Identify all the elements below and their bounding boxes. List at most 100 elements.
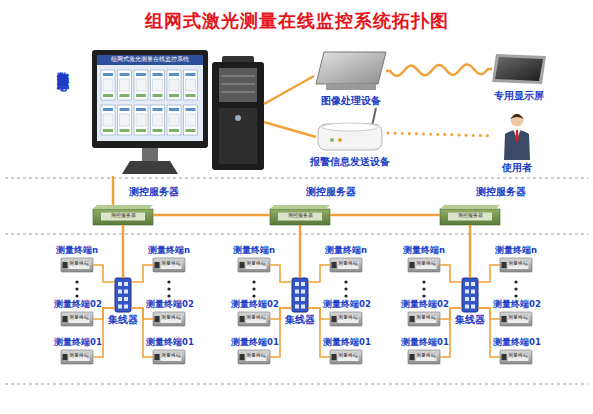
node-caption: 测量终端 — [161, 354, 181, 359]
screen-panel — [134, 70, 148, 100]
terminal-lens — [63, 262, 68, 268]
terminal-body — [61, 312, 93, 326]
user-node: 使用者 — [500, 112, 534, 160]
display-shape — [492, 54, 546, 84]
ellipsis-dot — [252, 287, 255, 290]
terminal-body — [500, 312, 532, 326]
server-top — [440, 205, 500, 209]
node-label: 使用者 — [487, 162, 547, 173]
term-node: 测量终端n测量终端 — [238, 258, 270, 272]
term-node: 测量终端n测量终端 — [408, 258, 440, 272]
terminal-body — [153, 312, 185, 326]
ellipsis-dot — [344, 294, 347, 297]
screen-panel — [167, 70, 181, 100]
node-caption: 测量终端 — [246, 262, 266, 267]
panel-bar — [186, 73, 196, 76]
node-label: 测量终端01 — [146, 338, 192, 347]
terminal-body — [61, 350, 93, 364]
terminal-lens — [332, 316, 337, 322]
connector-wire — [478, 308, 500, 357]
node-label: 测量终端01 — [401, 338, 447, 347]
node-label: 测量终端n — [231, 246, 277, 255]
terminal-plate — [338, 261, 359, 269]
imgdev-node: 图像处理设备 — [316, 52, 386, 90]
panel-bar — [136, 108, 146, 111]
connector-wire — [469, 225, 472, 278]
side-label: 数据管理监控中心 — [54, 62, 71, 70]
ellipsis-dot — [167, 294, 170, 297]
terminal-plate — [338, 353, 359, 361]
monitor-neck — [142, 148, 158, 162]
panel-bar — [169, 73, 179, 76]
node-label: 测量终端02 — [323, 300, 369, 309]
terminal-lens — [240, 354, 245, 360]
user-head — [511, 114, 524, 127]
panel-status — [120, 129, 130, 132]
node-label: 测控服务器 — [306, 186, 376, 197]
connector-wire — [478, 308, 500, 319]
ellipsis-dot — [514, 287, 517, 290]
node-caption: 测量终端 — [416, 262, 436, 267]
hub-port — [471, 305, 475, 309]
terminal-body — [408, 258, 440, 272]
term-node: 测量终端01测量终端 — [153, 350, 185, 364]
terminal-body — [500, 350, 532, 364]
term-node: 测量终端n测量终端 — [330, 258, 362, 272]
display-node: 专用显示屏 — [492, 54, 546, 84]
monitor-bezel — [92, 50, 208, 148]
pc-tower — [212, 62, 264, 170]
node-label: 测量终端02 — [54, 300, 100, 309]
panel-bar — [186, 108, 196, 111]
terminal-body — [330, 312, 362, 326]
node-caption: 测量终端 — [246, 354, 266, 359]
node-label: 测量终端02 — [401, 300, 447, 309]
ellipsis-dot — [344, 287, 347, 290]
ellipsis-dot — [167, 287, 170, 290]
node-caption: 测量终端 — [338, 262, 358, 267]
node-label: 测量终端02 — [231, 300, 277, 309]
imgdev-shape — [316, 52, 386, 90]
connector-wire — [270, 308, 292, 319]
panel-bar — [169, 108, 179, 111]
panel-status — [136, 94, 146, 97]
node-label: 测量终端02 — [493, 300, 539, 309]
terminal-lens — [155, 262, 160, 268]
terminal-lens — [240, 316, 245, 322]
term-node: 测量终端02测量终端 — [153, 312, 185, 326]
image-processor-panel — [316, 52, 386, 84]
terminal-plate — [338, 315, 359, 323]
terminal-lens — [155, 354, 160, 360]
connector-wire — [122, 225, 125, 278]
ellipsis-dot — [344, 280, 347, 283]
screen-panel — [184, 70, 198, 100]
terminal-plate — [246, 353, 267, 361]
panel-gauge — [120, 114, 130, 126]
terminal-body — [238, 350, 270, 364]
terminal-lens — [240, 262, 245, 268]
panel-bar — [153, 108, 163, 111]
terminal-body — [500, 258, 532, 272]
term-node: 测量终端02测量终端 — [408, 312, 440, 326]
connector-wire — [478, 265, 500, 282]
node-label: 专用显示屏 — [479, 90, 559, 101]
terminal-plate — [161, 315, 182, 323]
node-caption: 测控服务器 — [448, 213, 492, 219]
screen-panel — [184, 105, 198, 135]
hub-node: 集线器 — [462, 278, 478, 312]
tier-separator — [5, 178, 588, 179]
ellipsis-dot — [252, 294, 255, 297]
node-caption: 测量终端 — [161, 316, 181, 321]
terminal-lens — [410, 354, 415, 360]
panel-bar — [153, 73, 163, 76]
screen-panel — [118, 70, 132, 100]
terminal-plate — [508, 261, 529, 269]
panel-status — [103, 94, 113, 97]
connector-wire — [93, 265, 115, 282]
connector-wire — [131, 265, 153, 282]
node-caption: 测量终端 — [508, 316, 528, 321]
term-node: 测量终端n测量终端 — [500, 258, 532, 272]
panel-gauge — [103, 79, 113, 91]
panel-status — [153, 94, 163, 97]
ellipsis-dot — [422, 280, 425, 283]
node-caption: 测量终端 — [416, 316, 436, 321]
